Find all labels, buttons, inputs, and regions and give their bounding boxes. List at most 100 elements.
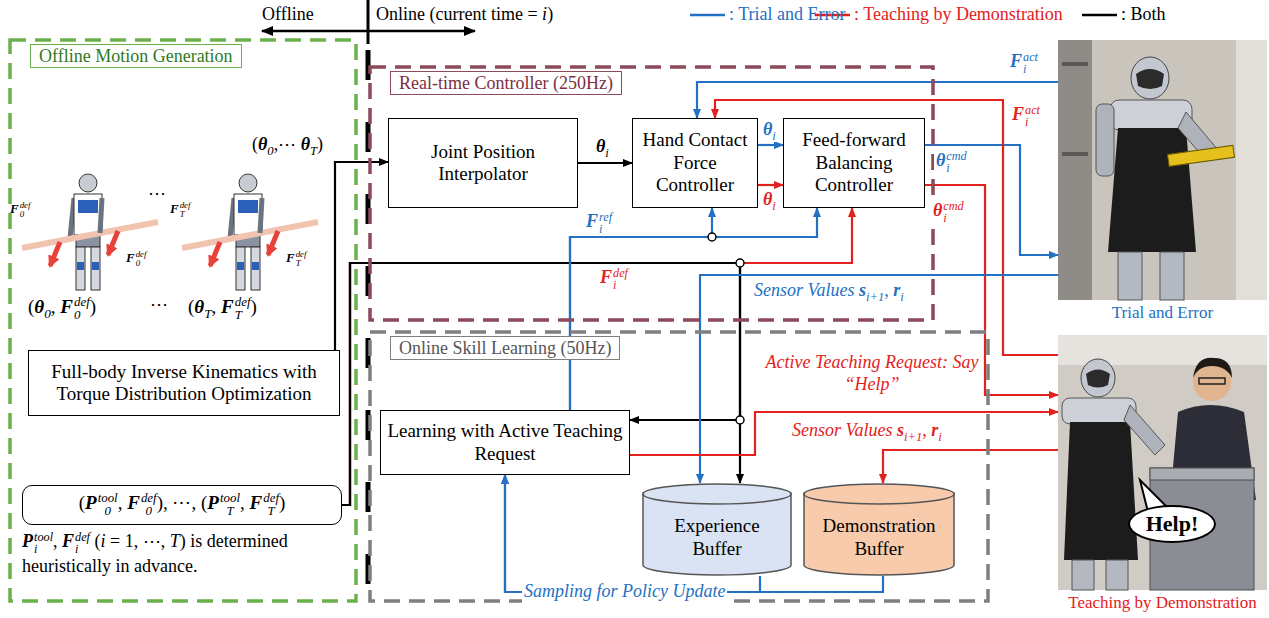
cylinder-top xyxy=(804,484,954,504)
text-run: P xyxy=(207,492,219,513)
sub-sup: Tdef xyxy=(180,201,191,219)
robot-knee xyxy=(77,262,84,270)
process-box: Hand Contact Force Controller xyxy=(632,118,758,208)
text-run: r xyxy=(931,420,938,440)
robot-head xyxy=(1131,57,1169,99)
photo-ground xyxy=(1058,335,1267,590)
legend-entry: : Both xyxy=(1121,4,1166,26)
force-label: F0def xyxy=(126,250,146,268)
process-box: Full-body Inverse Kinematics with Torque… xyxy=(28,350,340,416)
connector xyxy=(335,162,388,350)
text-run: T xyxy=(170,531,180,551)
process-box: Feed-forward Balancing Controller xyxy=(783,118,925,208)
text-run: P xyxy=(85,492,97,513)
subscript: T xyxy=(220,505,240,518)
text-run: F xyxy=(10,201,19,216)
robot-leg xyxy=(251,247,260,290)
superscript: tool xyxy=(220,492,240,505)
subscript: T xyxy=(263,505,279,518)
superscript: def xyxy=(75,531,90,543)
robot-torso xyxy=(234,194,262,235)
robot-arm xyxy=(1096,104,1114,176)
robot-visor xyxy=(1136,69,1164,89)
text-run: i xyxy=(101,531,106,551)
text-run: T xyxy=(310,144,317,158)
buffer-cylinder: Experience Buffer xyxy=(642,483,792,576)
node-label: Experience Buffer xyxy=(656,515,778,560)
node-label: Joint Position Interpolator xyxy=(395,141,571,186)
ellipsis: ⋯ xyxy=(148,183,166,205)
robot-leg xyxy=(1118,252,1142,300)
subscript: i xyxy=(34,543,53,555)
edge-label: θicmd xyxy=(934,150,969,174)
sub-sup: icmd xyxy=(946,150,966,174)
text-run: ), ⋯, ( xyxy=(157,492,208,513)
connector xyxy=(342,263,740,505)
group-region: Offline Motion GenerationFull-body Inver… xyxy=(8,38,358,603)
label-text: F0def xyxy=(126,250,146,265)
label-text: (θ0, F0def) xyxy=(28,296,96,317)
dashed-border xyxy=(370,67,933,320)
dashed-border xyxy=(370,332,988,601)
label-text: Online (current time = i) xyxy=(376,4,553,24)
superscript: def xyxy=(136,250,147,259)
subscript: i xyxy=(1023,63,1038,75)
edge-label: Sensor Values si+1, ri xyxy=(790,420,944,443)
node-label: Help! xyxy=(1146,513,1199,535)
wall xyxy=(1236,40,1267,300)
connector xyxy=(630,412,1058,455)
robot-visor xyxy=(1086,370,1110,388)
photo-caption: Trial and Error xyxy=(1052,303,1269,323)
text-run: F xyxy=(127,492,140,513)
node-text: Help! xyxy=(1146,513,1199,535)
text-run: F xyxy=(1010,51,1022,71)
process-box: Joint Position Interpolator xyxy=(388,118,578,208)
robot-knee xyxy=(252,262,259,270)
photo-trial xyxy=(1058,40,1267,300)
connector xyxy=(715,100,1058,355)
edge-label: θicmd xyxy=(931,200,966,224)
edge-label-text: Fidef xyxy=(600,267,628,287)
robot-figure xyxy=(182,174,318,290)
caption-text: Teaching by Demonstration xyxy=(1068,593,1257,612)
superscript: def xyxy=(180,201,191,210)
edge-label-text: θicmd xyxy=(933,200,964,220)
text-run: i+1 xyxy=(866,290,884,304)
force-arrow xyxy=(210,242,220,266)
wall xyxy=(1058,335,1267,365)
node-label: Hand Contact Force Controller xyxy=(639,129,751,196)
node-text: Feed-forward Balancing Controller xyxy=(790,129,918,196)
buffer-cylinder: Demonstration Buffer xyxy=(803,483,955,576)
text-run: F xyxy=(586,211,598,231)
text-run: i+1 xyxy=(904,430,922,444)
text-run: Sensor Values xyxy=(754,280,859,300)
node-label: Feed-forward Balancing Controller xyxy=(790,129,918,196)
text-run: ) xyxy=(279,492,285,513)
connector xyxy=(342,263,740,505)
text-run: θ xyxy=(596,136,605,156)
edge-label-text: Active Teaching Request: Say “Help” xyxy=(766,352,979,394)
divider-line xyxy=(367,0,370,44)
legend-line xyxy=(1082,14,1117,17)
superscript: def xyxy=(296,250,307,259)
text-run: F xyxy=(170,201,179,216)
junction-dot xyxy=(736,416,744,424)
node-text: (P0tool, F0def), ⋯, (PTtool, FTdef) xyxy=(79,492,286,518)
shelf-board xyxy=(1062,62,1088,66)
robot-leg xyxy=(236,247,245,290)
text-run: ( xyxy=(188,296,194,317)
node-text: Learning with Active Teaching Request xyxy=(387,420,623,465)
pose-label: (θT, FTdef) xyxy=(188,296,257,322)
label-text: Pitool, Fidef (i = 1, ⋯, T) is determine… xyxy=(22,531,288,576)
sub-sup: idef xyxy=(75,531,90,555)
legend-line xyxy=(690,14,725,17)
text-run: ) xyxy=(317,134,323,154)
text-run: , xyxy=(884,280,893,300)
text-run: P xyxy=(22,531,33,551)
text-run: i xyxy=(938,430,942,444)
shelf-board xyxy=(1062,152,1088,156)
label-text: Offline xyxy=(262,4,314,24)
superscript: act xyxy=(1025,104,1040,116)
text-run: 0 xyxy=(44,306,51,321)
superscript: cmd xyxy=(943,200,963,212)
